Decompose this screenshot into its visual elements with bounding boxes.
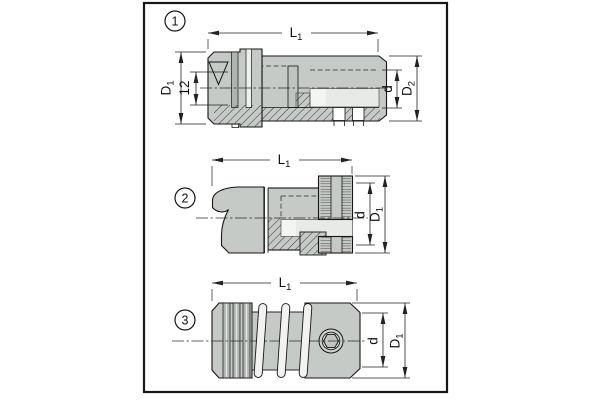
view1-dim-d-small: d	[380, 69, 402, 109]
view1-collar-ring	[245, 48, 252, 108]
view2-knurl-lines-lower	[330, 236, 343, 253]
view1-bore	[326, 88, 379, 107]
dim-label-d1-v2: D1	[368, 207, 386, 222]
view1-step-hatch	[296, 93, 310, 108]
view1-collar-groove	[231, 51, 239, 108]
dim-label-l1-v3: L1	[279, 275, 292, 293]
view2-dim-d: d	[353, 182, 375, 246]
view1-dim-d2: D2	[389, 55, 422, 122]
view2-bore-highlight	[281, 219, 296, 237]
view1-countersink-triangle	[208, 61, 229, 86]
dim-label-d2: D2	[400, 81, 418, 96]
view2-slot-edges	[264, 187, 269, 253]
view1-collar-hatch-b	[240, 105, 262, 127]
view2-slot-gap	[264, 187, 268, 253]
view2-wall-hatch	[268, 218, 281, 250]
view3-dim-d1: D1	[352, 302, 410, 379]
dim-label-l1: L1	[290, 25, 303, 43]
dim-label-d-v3: d	[366, 337, 381, 345]
view1-hole-gap-2	[352, 107, 365, 121]
spring-coil	[276, 303, 291, 378]
view2-hook	[211, 186, 265, 254]
dim-label-d1-left: D1	[159, 80, 177, 95]
view-3-spring-holder: L1 d D1 3	[172, 275, 410, 379]
view3-dim-d: d	[362, 312, 388, 368]
view1-bore-highlight	[310, 88, 326, 107]
dim-label-l1-v2: L1	[278, 152, 291, 170]
view2-knurl-lines-upper	[330, 176, 343, 220]
view1-dim-12: 12	[177, 71, 228, 106]
view3-rib-grooves	[222, 302, 251, 379]
spring-coil	[253, 303, 268, 378]
view1-hole-edges	[333, 120, 364, 126]
view2-knurl-band-1	[320, 177, 331, 220]
view2-badge-circle	[174, 187, 196, 209]
dim-label-d-v2: d	[353, 211, 368, 219]
view3-badge-number: 3	[182, 314, 189, 328]
view3-dim-l1: L1	[211, 275, 358, 301]
view1-badge-number: 1	[172, 15, 179, 29]
view2-dim-l1: L1	[211, 152, 353, 186]
view3-ribbed-grip	[211, 302, 253, 379]
view1-collar-notch	[231, 124, 239, 128]
view-2-hook-adapter: L1 d D1 2	[174, 152, 390, 256]
view2-knurl-band-2	[342, 177, 351, 220]
view1-collar-hatch-a	[214, 105, 240, 124]
view2-knurl-band-3	[320, 237, 331, 252]
view1-badge-circle	[164, 10, 186, 32]
view3-spring-coils	[253, 303, 313, 378]
view3-badge-circle	[174, 309, 196, 331]
view2-badge-number: 2	[182, 192, 189, 206]
dim-label-d1-v3: D1	[388, 333, 406, 348]
view1-dim-d1: D1	[159, 51, 206, 125]
view2-hidden-bore	[280, 195, 352, 218]
view1-hole-gap-1	[332, 107, 346, 121]
view1-dim-l1: L1	[207, 25, 379, 52]
dim-label-12: 12	[177, 80, 192, 95]
view2-dim-d1: D1	[355, 175, 390, 254]
spring-coil	[298, 303, 313, 378]
view-1-socket-adapter: L1 D1 12 d D2 1	[159, 10, 422, 128]
dim-label-d-small: d	[380, 85, 395, 93]
view2-knurl-band-4	[342, 237, 351, 252]
view1-bottom-hatch	[262, 107, 380, 121]
